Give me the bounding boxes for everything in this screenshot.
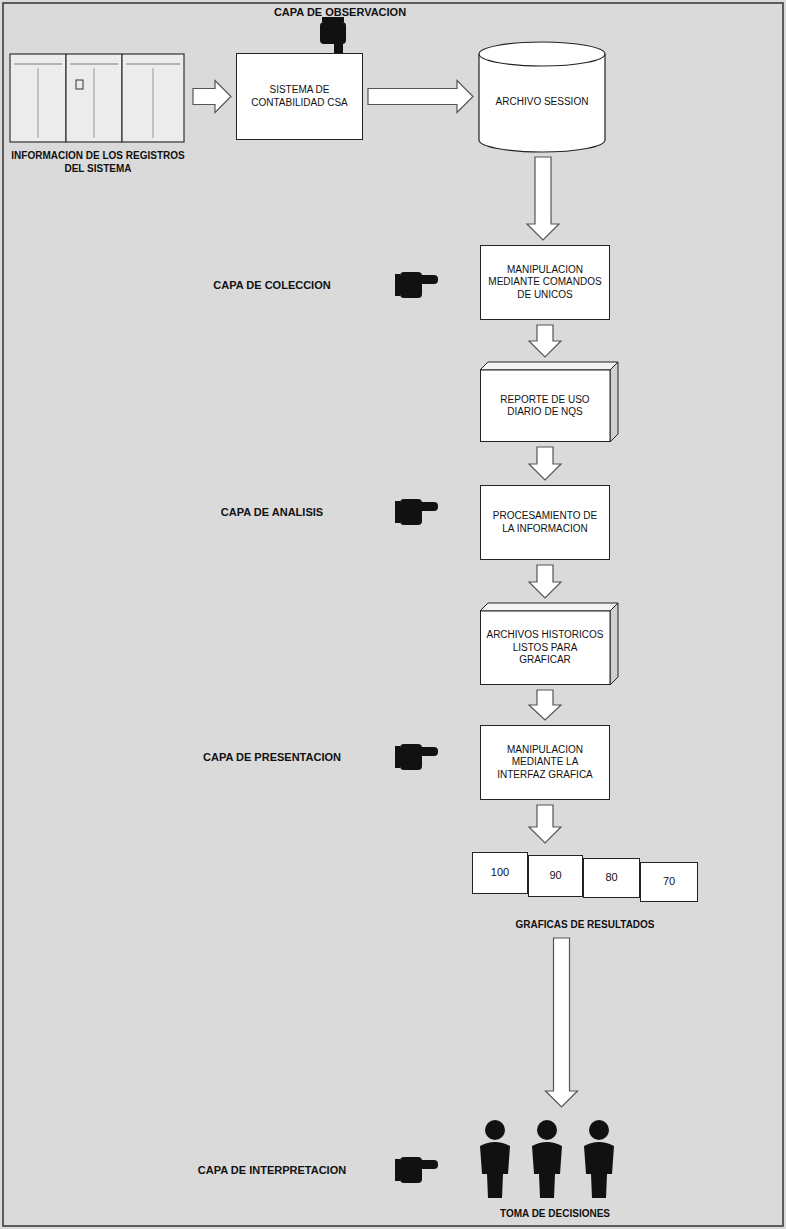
process-box: SISTEMA DE CONTABILIDAD CSA bbox=[236, 53, 363, 140]
node-text: TOMA DE DECISIONES bbox=[455, 1208, 655, 1221]
pointing-hand bbox=[395, 1157, 438, 1183]
node-text: 70 bbox=[663, 875, 675, 889]
node-text: GRAFICAS DE RESULTADOS bbox=[468, 919, 702, 932]
block-arrow bbox=[193, 81, 231, 113]
pointing-hand bbox=[395, 272, 438, 298]
pointing-hand bbox=[395, 499, 438, 525]
people-silhouettes bbox=[455, 1112, 655, 1202]
node-text: ARCHIVOS HISTORICOS LISTOS PARA GRAFICAR bbox=[486, 629, 604, 667]
node-text: ARCHIVO SESSION bbox=[496, 96, 589, 109]
process-box: PROCESAMIENTO DE LA INFORMACION bbox=[480, 485, 610, 560]
process-box: MANIPULACION MEDIANTE LA INTERFAZ GRAFIC… bbox=[480, 725, 610, 800]
process-box: 100 bbox=[472, 852, 528, 894]
block-arrow bbox=[529, 805, 561, 843]
layer-label: CAPA DE PRESENTACION bbox=[172, 751, 372, 763]
server-cabinets bbox=[8, 50, 188, 146]
server-illustration: INFORMACION DE LOS REGISTROS DEL SISTEMA bbox=[8, 50, 188, 175]
block-arrow bbox=[529, 690, 561, 720]
block-arrow bbox=[368, 81, 473, 113]
block-arrow bbox=[529, 565, 561, 598]
people-group: TOMA DE DECISIONES bbox=[455, 1112, 655, 1222]
pointing-hand bbox=[395, 744, 438, 770]
block-arrow bbox=[529, 325, 561, 357]
process-box: 70 bbox=[640, 862, 698, 902]
block-arrow bbox=[546, 938, 578, 1107]
node-text: MANIPULACION MEDIANTE COMANDOS DE UNICOS bbox=[487, 264, 603, 302]
layer-label: CAPA DE ANALISIS bbox=[172, 506, 372, 518]
database-cylinder: ARCHIVO SESSION bbox=[478, 42, 606, 152]
node-text: INFORMACION DE LOS REGISTROS DEL SISTEMA bbox=[8, 150, 188, 175]
process-box: 90 bbox=[528, 855, 583, 897]
node-text: REPORTE DE USO DIARIO DE NQS bbox=[486, 394, 604, 419]
layer-label: CAPA DE OBSERVACION bbox=[240, 6, 440, 18]
node-text: 90 bbox=[549, 869, 561, 883]
node-text: 100 bbox=[491, 866, 509, 880]
process-box: MANIPULACION MEDIANTE COMANDOS DE UNICOS bbox=[480, 245, 610, 320]
block-arrow bbox=[529, 447, 561, 480]
block-arrow bbox=[527, 157, 559, 240]
node-text: 80 bbox=[605, 871, 617, 885]
frame bbox=[3, 3, 783, 1226]
layer-label: CAPA DE COLECCION bbox=[172, 279, 372, 291]
process-box: 80 bbox=[583, 858, 640, 898]
node-text: PROCESAMIENTO DE LA INFORMACION bbox=[487, 510, 603, 535]
chart-group: GRAFICAS DE RESULTADOS 100 90 80 70 bbox=[468, 848, 702, 933]
layer-label: CAPA DE INTERPRETACION bbox=[172, 1164, 372, 1176]
report-box: REPORTE DE USO DIARIO DE NQS bbox=[480, 362, 618, 442]
report-box: ARCHIVOS HISTORICOS LISTOS PARA GRAFICAR bbox=[480, 603, 618, 685]
node-text: MANIPULACION MEDIANTE LA INTERFAZ GRAFIC… bbox=[487, 744, 603, 782]
node-text: SISTEMA DE CONTABILIDAD CSA bbox=[243, 84, 356, 109]
